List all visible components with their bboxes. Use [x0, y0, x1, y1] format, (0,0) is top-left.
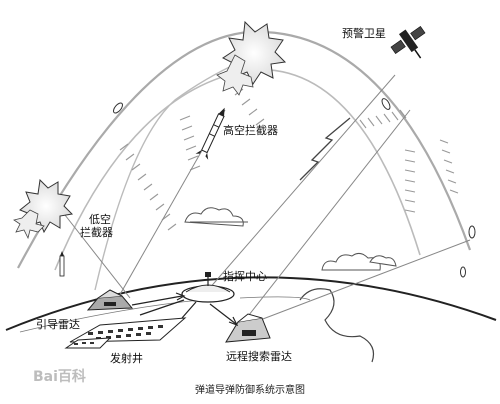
label-early-warning-satellite: 预警卫星 [342, 27, 386, 40]
ground-contour [19, 296, 311, 333]
label-low-altitude-interceptor-line2: 拦截器 [80, 226, 113, 239]
warhead-markers [113, 98, 476, 278]
low-explosion-burst [13, 178, 74, 240]
cloud-left [184, 207, 248, 227]
label-long-range-search-radar: 远程搜索雷达 [226, 350, 292, 363]
earth-surface [5, 276, 497, 331]
middle-trajectory-arc [54, 68, 421, 271]
low-interceptor-missile-icon [59, 251, 65, 277]
cloud-right [321, 252, 397, 271]
radar-wave-bands [119, 88, 459, 231]
figure-caption: 弹道导弹防御系统示意图 [195, 385, 305, 396]
inner-trajectory-arc [94, 61, 241, 291]
high-explosion-burst [216, 20, 287, 96]
ground-links [131, 292, 239, 327]
guidance-radar-icon [86, 289, 134, 311]
satellite-comm-link [299, 117, 351, 181]
coastline [299, 288, 375, 363]
label-low-altitude-interceptor-line1: 低空 [89, 213, 111, 226]
command-center-icon [181, 272, 235, 303]
satellite-icon [390, 25, 426, 59]
label-launch-silo: 发射井 [110, 352, 143, 365]
high-interceptor-missile-icon [195, 107, 225, 160]
radar-beams [64, 74, 471, 323]
label-command-center: 指挥中心 [223, 270, 267, 283]
search-radar-icon [225, 313, 271, 343]
watermark-logo: Bai百科 [33, 369, 86, 385]
label-high-altitude-interceptor: 高空拦截器 [223, 124, 278, 137]
launch-silo-field [64, 317, 187, 349]
label-guidance-radar: 引导雷达 [36, 318, 80, 331]
